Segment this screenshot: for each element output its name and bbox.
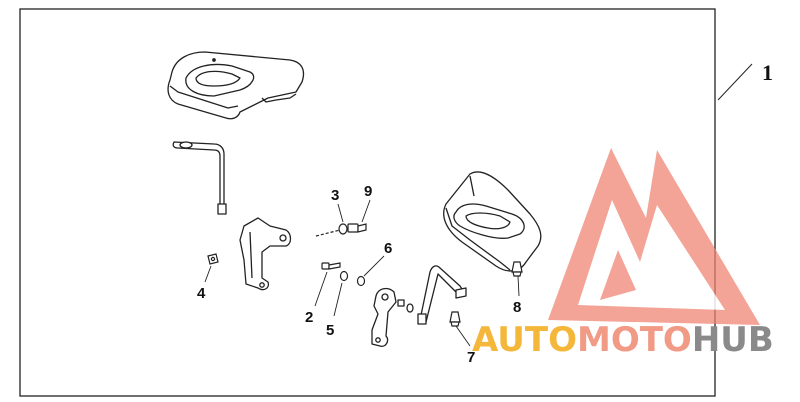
right-bracket [371, 287, 414, 347]
leader-4 [204, 265, 212, 283]
callout-5: 5 [326, 322, 334, 339]
leader-1 [717, 63, 753, 101]
watermark-hub: HUB [691, 320, 774, 360]
callout-8: 8 [513, 299, 521, 316]
watermark-logo [548, 148, 760, 325]
callout-3: 3 [331, 187, 339, 204]
right-backrest-pad [443, 171, 542, 272]
callout-6: 6 [384, 240, 392, 257]
part-2-screw [321, 262, 341, 270]
left-stay-rod [172, 141, 227, 215]
leader-6 [363, 255, 385, 277]
part-7-clip [449, 311, 461, 327]
part-4-nut [207, 253, 219, 265]
leader-3 [337, 203, 344, 223]
callout-4: 4 [197, 285, 206, 302]
part-8-clip [511, 261, 523, 277]
callout-1: 1 [762, 60, 773, 85]
leader-7 [455, 325, 471, 347]
watermark-auto: AUTO [472, 320, 577, 360]
kit-frame [19, 8, 716, 397]
left-backrest-pad [167, 51, 305, 120]
part-3-9-bolt-washer [315, 223, 367, 237]
callout-7: 7 [467, 349, 475, 366]
part-5-washer [339, 270, 349, 282]
watermark-wordmark: AUTOMOTOHUB [472, 320, 774, 360]
watermark-moto: MOTO [576, 320, 692, 360]
part-6-washer [356, 275, 366, 287]
leader-5 [333, 282, 343, 317]
leader-2 [314, 271, 328, 307]
right-stay-rod [417, 265, 467, 325]
leader-9 [361, 199, 371, 223]
callout-2: 2 [305, 309, 313, 326]
leader-8 [517, 275, 520, 297]
left-bracket [239, 217, 292, 291]
callout-9: 9 [364, 183, 372, 200]
